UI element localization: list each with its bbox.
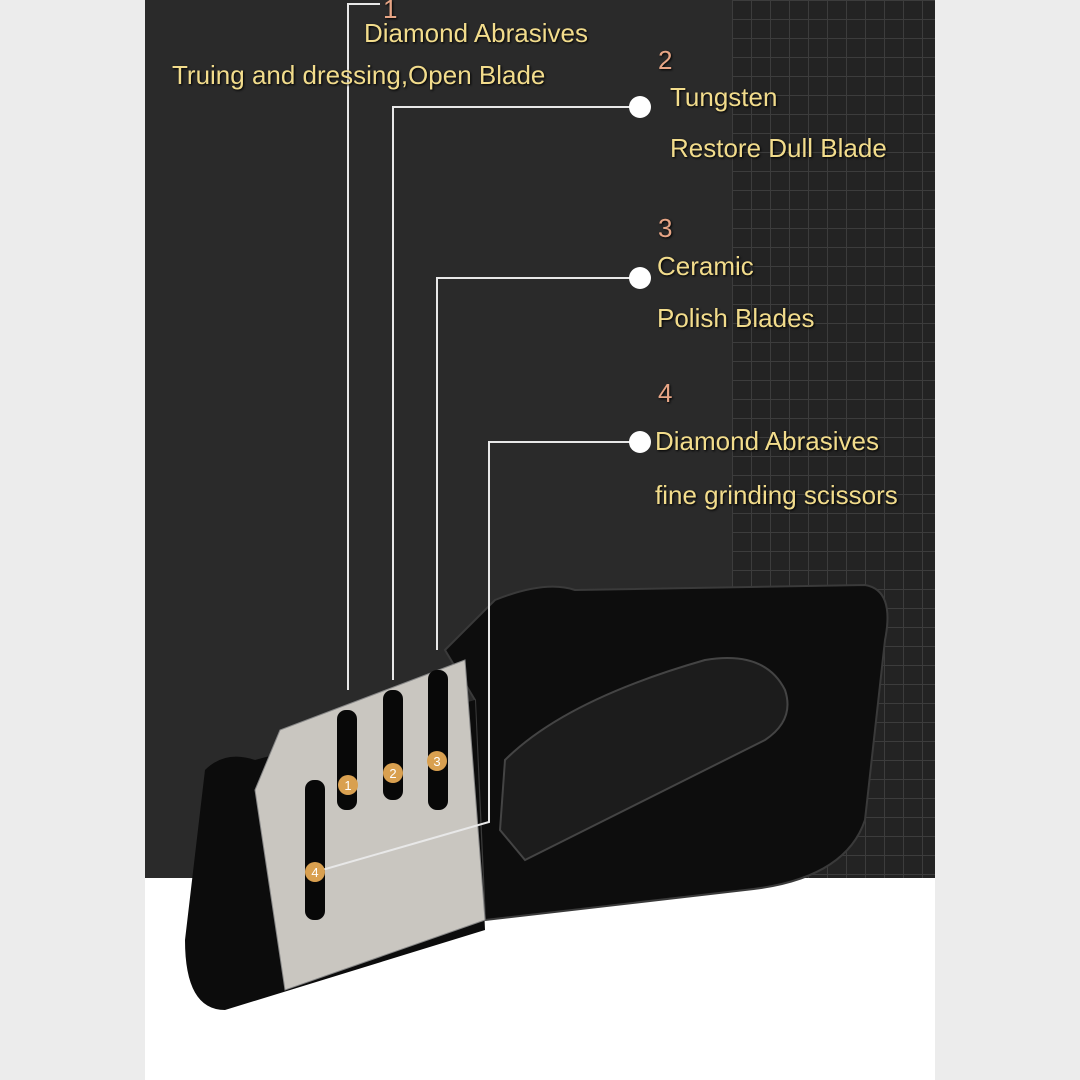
slot-marker-4: 4	[311, 865, 318, 880]
slot-3	[428, 670, 448, 810]
callout-lines	[314, 3, 640, 873]
callout-2-subtitle: Restore Dull Blade	[670, 133, 887, 163]
callout-line-1	[347, 3, 380, 690]
slot-2	[383, 690, 403, 800]
slot-marker-1: 1	[344, 778, 351, 793]
grid-backdrop	[732, 0, 935, 878]
callout-1-subtitle: Truing and dressing,Open Blade	[172, 60, 546, 90]
slot-1	[337, 710, 357, 810]
slot-4	[305, 780, 325, 920]
slot-markers: 1 2 3 4	[305, 751, 447, 882]
callout-4-title: Diamond Abrasives	[655, 426, 879, 456]
slot-marker-3: 3	[433, 754, 440, 769]
callout-dots	[629, 96, 651, 453]
product-image: 1 2 3 4 1 Diamond Abrasives Truing and d…	[145, 0, 935, 1080]
handle-grip-hole	[498, 657, 789, 862]
callout-3-subtitle: Polish Blades	[657, 303, 815, 333]
slot-marker-2: 2	[389, 766, 396, 781]
callout-3-number: 3	[658, 213, 673, 243]
callout-line-3	[436, 277, 640, 650]
callout-2-title: Tungsten	[670, 82, 778, 112]
callout-2-number: 2	[658, 45, 673, 75]
callout-1-number: 1	[383, 0, 398, 24]
callout-4-number: 4	[658, 378, 673, 408]
callout-4-subtitle: fine grinding scissors	[655, 480, 898, 510]
callout-3-title: Ceramic	[657, 251, 754, 281]
callout-line-4	[314, 441, 640, 873]
sharpener-illustration: 1 2 3 4	[185, 3, 889, 1010]
callout-line-2	[392, 106, 640, 680]
callout-1-title: Diamond Abrasives	[364, 18, 588, 48]
